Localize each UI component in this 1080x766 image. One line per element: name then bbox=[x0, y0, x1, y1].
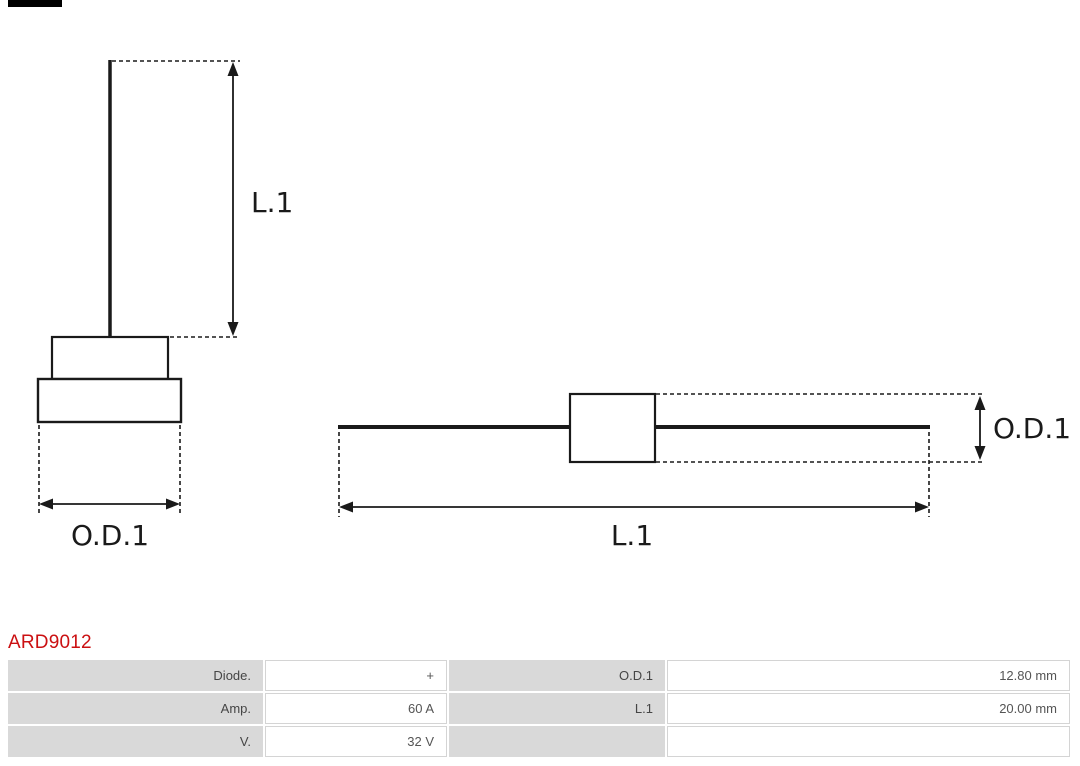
spec-label-empty bbox=[449, 726, 665, 757]
diode-axial-view: O.D.1 L.1 bbox=[338, 392, 1071, 552]
spec-value-od1: 12.80 mm bbox=[667, 660, 1070, 691]
part-number: ARD9012 bbox=[8, 632, 92, 653]
spec-label-volt: V. bbox=[8, 726, 263, 757]
arrowhead-icon bbox=[339, 501, 353, 513]
arrowhead-icon bbox=[227, 322, 239, 336]
arrowhead-icon bbox=[915, 501, 929, 513]
dimension-label-l1-right: L.1 bbox=[611, 519, 653, 552]
spec-value-empty bbox=[667, 726, 1070, 757]
spec-value-volt: 32 V bbox=[265, 726, 447, 757]
arrowhead-icon bbox=[974, 446, 986, 460]
arrowhead-icon bbox=[974, 396, 986, 410]
dimension-label-l1-left: L.1 bbox=[251, 186, 293, 219]
spec-label-l1: L.1 bbox=[449, 693, 665, 724]
diode-side-view: O.D.1 L.1 bbox=[36, 60, 293, 552]
arrowhead-icon bbox=[39, 498, 53, 510]
technical-drawing: O.D.1 L.1 O.D.1 L.1 bbox=[36, 60, 1071, 552]
spec-label-amp: Amp. bbox=[8, 693, 263, 724]
spec-value-amp: 60 A bbox=[265, 693, 447, 724]
arrowhead-icon bbox=[166, 498, 180, 510]
spec-value-l1: 20.00 mm bbox=[667, 693, 1070, 724]
spec-label-od1: O.D.1 bbox=[449, 660, 665, 691]
dimension-label-od1-right: O.D.1 bbox=[993, 412, 1071, 445]
dimension-label-od1-left: O.D.1 bbox=[71, 519, 149, 552]
spec-value-diode: + bbox=[265, 660, 447, 691]
spec-table: Diode. + O.D.1 12.80 mm Amp. 60 A L.1 20… bbox=[8, 660, 1072, 757]
spec-label-diode: Diode. bbox=[8, 660, 263, 691]
top-left-mark bbox=[8, 0, 62, 7]
arrowhead-icon bbox=[227, 62, 239, 76]
